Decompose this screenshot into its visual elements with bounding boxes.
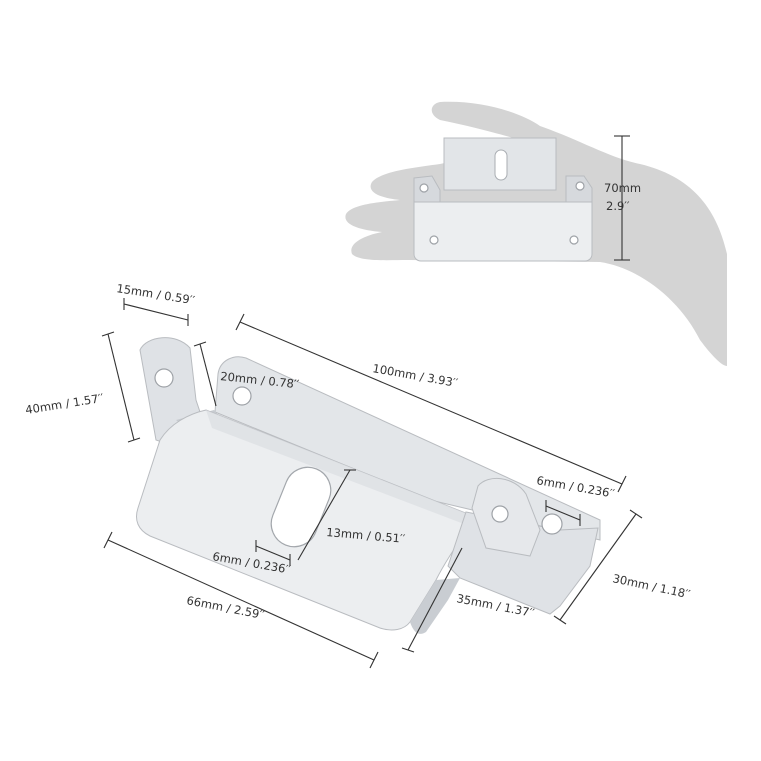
small-bracket-base-hole-left [429,235,439,245]
small-bracket [413,137,593,262]
small-bracket-right-tab-hole [575,181,585,191]
base-plate-slot [270,466,332,548]
small-bracket-base-plate [413,201,593,262]
base-plate-shade [206,410,468,524]
small-bracket-right-tab [565,175,593,207]
back-plate-hole [232,386,252,406]
height-small-mm-label: 70mm [604,181,641,195]
small-bracket-slot [494,149,508,181]
large-bracket [136,337,601,634]
tab-width-dimension: 15mm / 0.59′′ [116,281,197,326]
right-flange-hole [541,513,563,535]
slot-length-label: 13mm / 0.51′′ [326,525,406,546]
small-bracket-left-tab-hole [419,183,429,193]
hand-scale-reference: 70mm 2.9′′ [345,101,727,366]
right-tab-hole [491,505,509,523]
small-bracket-base-hole-right [569,235,579,245]
tab-height-label: 40mm / 1.57′′ [24,391,105,417]
height-dimension-small: 70mm 2.9′′ [604,135,641,261]
height-small-in-label: 2.9′′ [606,199,630,213]
flange-height-label: 30mm / 1.18′′ [611,571,692,601]
left-tab-hole [154,368,174,388]
slot-length-dimension: 13mm / 0.51′′ [297,469,406,561]
bracket-underside-edge [410,578,460,634]
tab-height-dimension: 40mm / 1.57′′ [24,331,141,443]
base-depth-label: 66mm / 2.59′′ [185,593,266,622]
total-length-label: 100mm / 3.93′′ [371,361,459,390]
tab-width-label: 15mm / 0.59′′ [116,281,197,307]
